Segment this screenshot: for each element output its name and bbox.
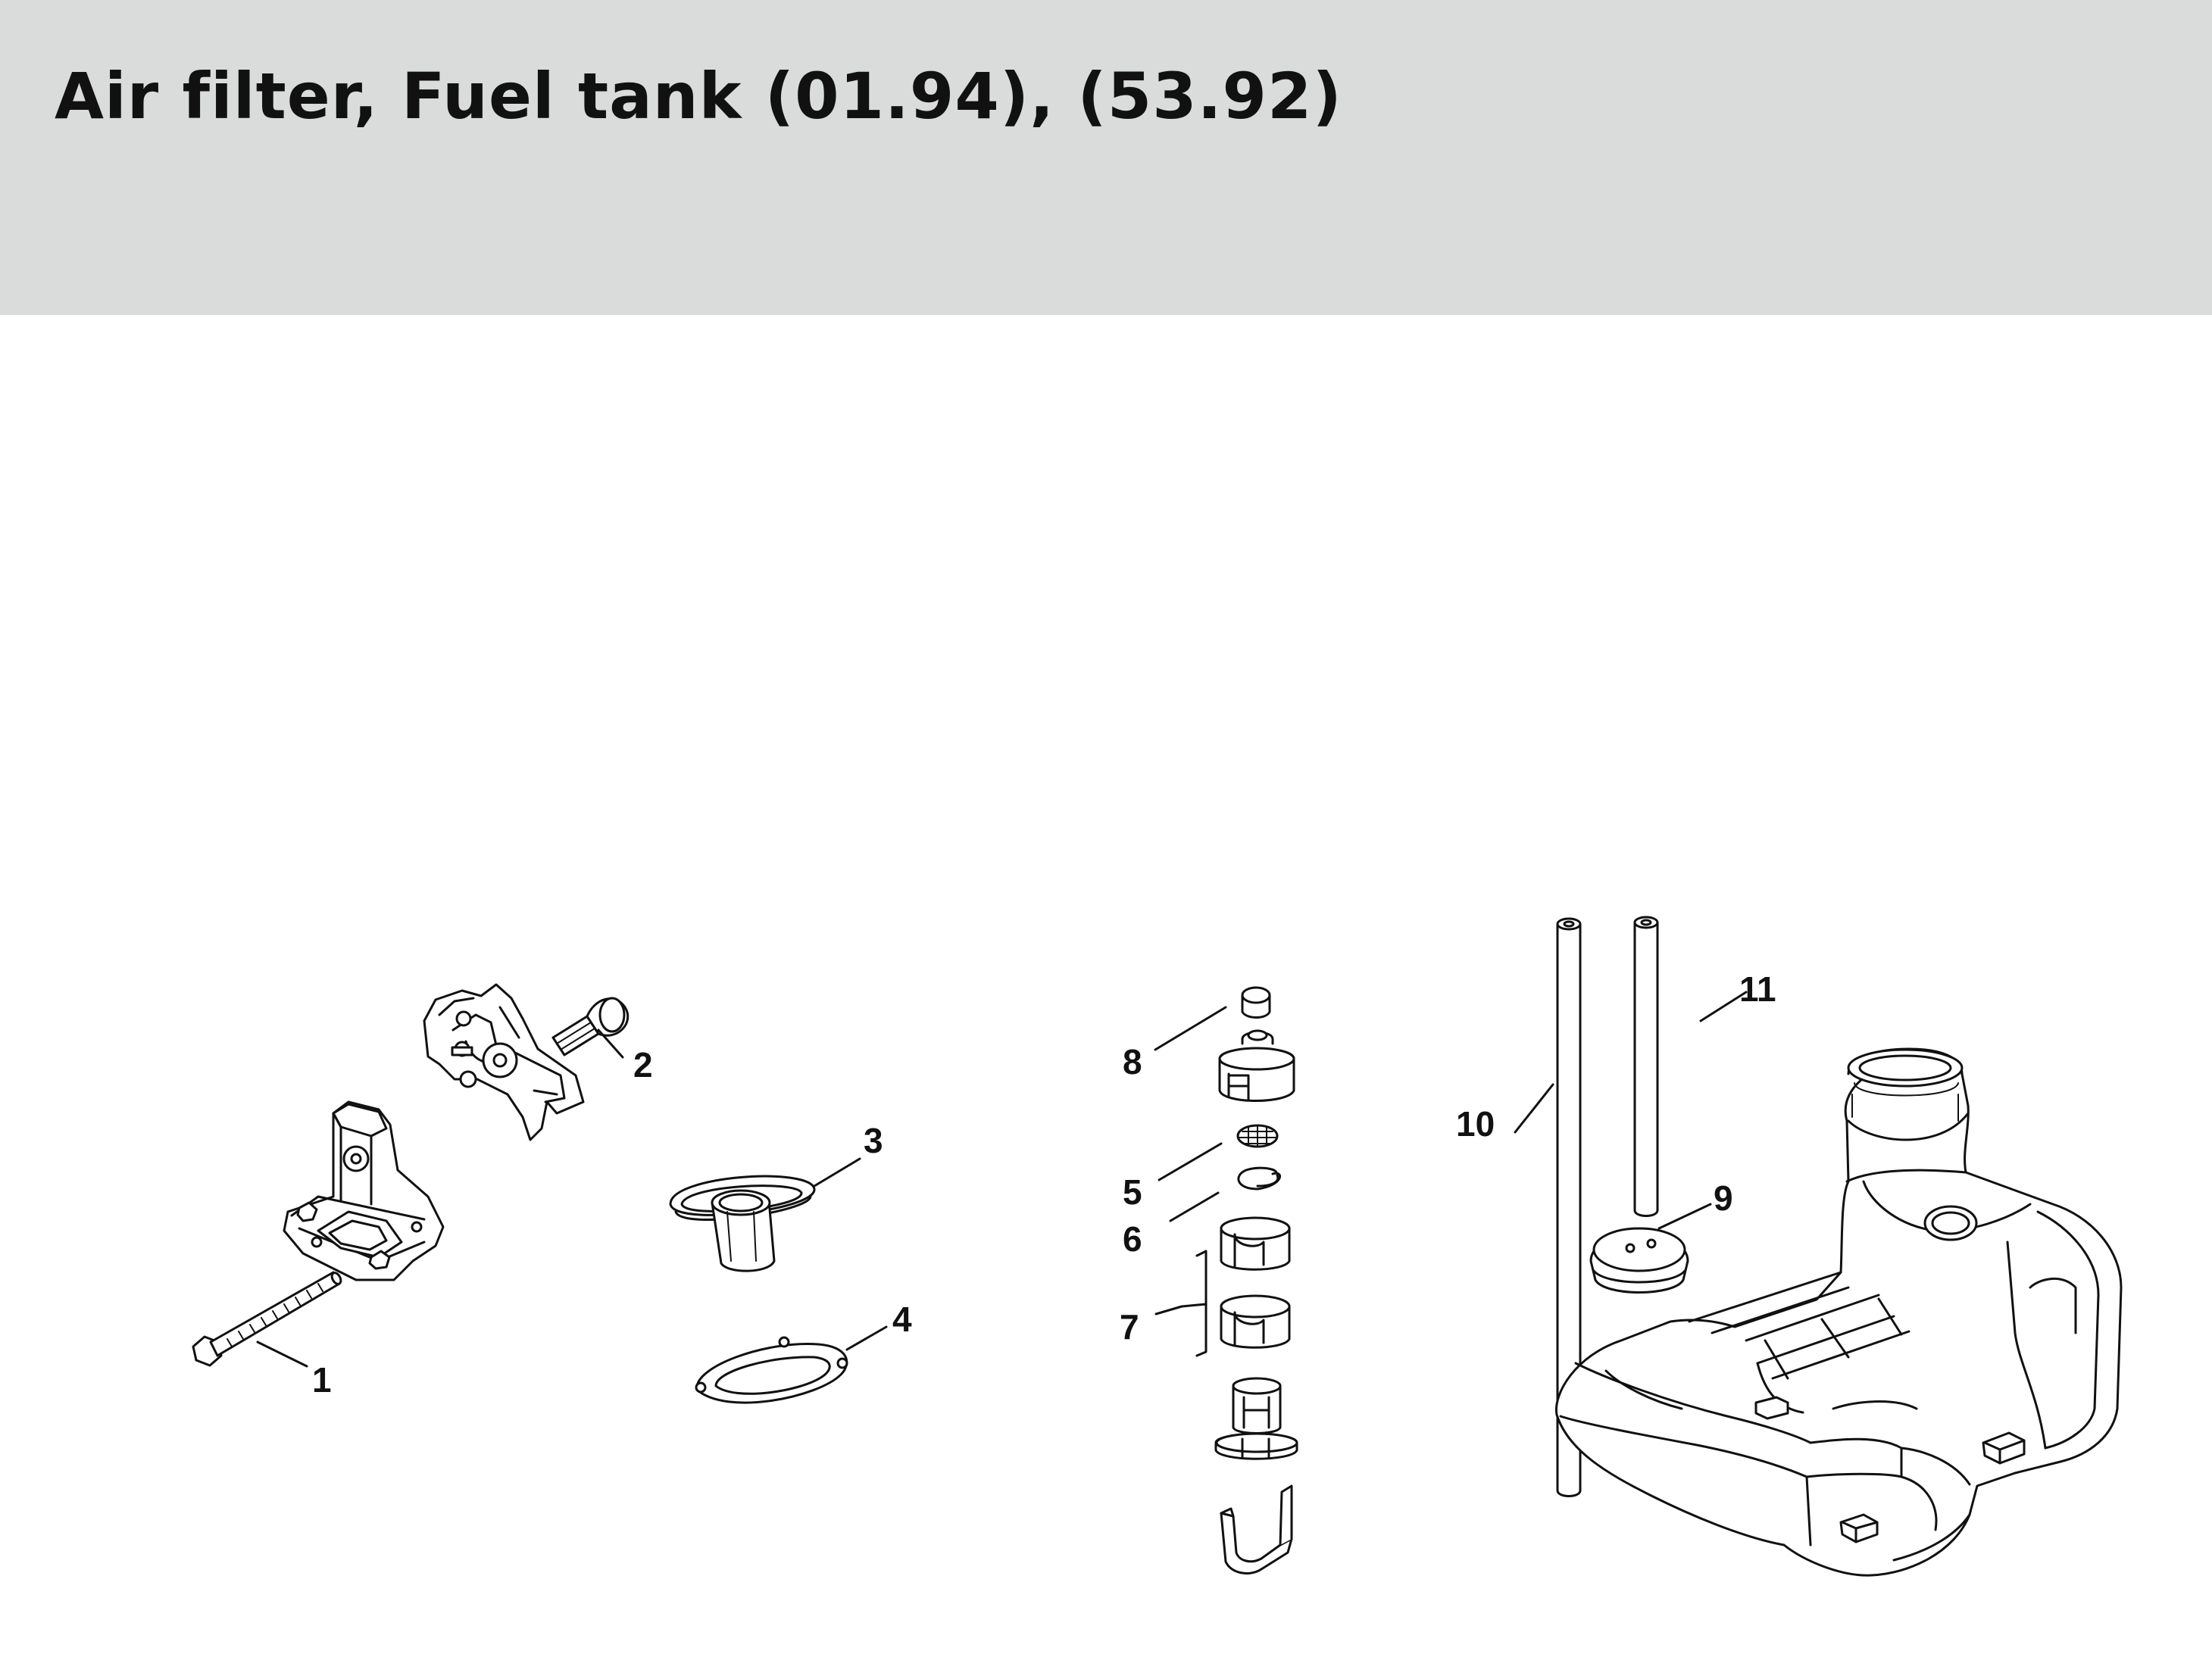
callout-7: 7 bbox=[1120, 1307, 1139, 1347]
air-filter-bracket bbox=[424, 985, 583, 1140]
callout-1: 1 bbox=[312, 1360, 332, 1400]
part-5-strainer bbox=[1238, 1125, 1277, 1147]
callout-6: 6 bbox=[1123, 1219, 1142, 1259]
fuel-tank bbox=[1556, 1049, 2121, 1575]
callout-leaders bbox=[256, 991, 1748, 1368]
part-7-sleeve-upper bbox=[1221, 1218, 1289, 1269]
carburetor-flange bbox=[284, 1102, 443, 1280]
part-6-ring bbox=[1239, 1168, 1280, 1189]
part-7-sleeve-lower bbox=[1221, 1296, 1289, 1347]
part-1-long-bolt bbox=[193, 1272, 342, 1365]
part-11-hose bbox=[1635, 917, 1657, 1216]
fuel-filter bbox=[1216, 1378, 1297, 1459]
parts-diagram: 1 2 3 4 5 6 7 8 9 10 11 bbox=[0, 315, 2212, 1672]
page-title: Air filter, Fuel tank (01.94), (53.92) bbox=[55, 59, 1342, 133]
callout-4: 4 bbox=[892, 1300, 912, 1339]
callout-10: 10 bbox=[1456, 1104, 1495, 1144]
exploded-view-svg: 1 2 3 4 5 6 7 8 9 10 11 bbox=[0, 315, 2212, 1672]
part-10-hose bbox=[1557, 919, 1580, 1497]
retaining-clip bbox=[1221, 1486, 1292, 1573]
part-3-filter-element bbox=[670, 1176, 814, 1271]
part-8-cap bbox=[1242, 988, 1270, 1018]
callout-3: 3 bbox=[864, 1121, 883, 1160]
part-2-screw bbox=[553, 998, 628, 1055]
callout-labels: 1 2 3 4 5 6 7 8 9 10 11 bbox=[312, 969, 1776, 1400]
callout-11: 11 bbox=[1739, 969, 1776, 1009]
part-9-grommet bbox=[1591, 1228, 1688, 1293]
header-band: Air filter, Fuel tank (01.94), (53.92) bbox=[0, 0, 2212, 315]
callout-2: 2 bbox=[633, 1045, 653, 1085]
callout-8: 8 bbox=[1123, 1042, 1142, 1081]
fuel-pickup-body bbox=[1220, 1031, 1294, 1101]
part-4-gasket bbox=[696, 1337, 847, 1403]
callout-9: 9 bbox=[1714, 1178, 1733, 1218]
callout-5: 5 bbox=[1123, 1172, 1142, 1212]
